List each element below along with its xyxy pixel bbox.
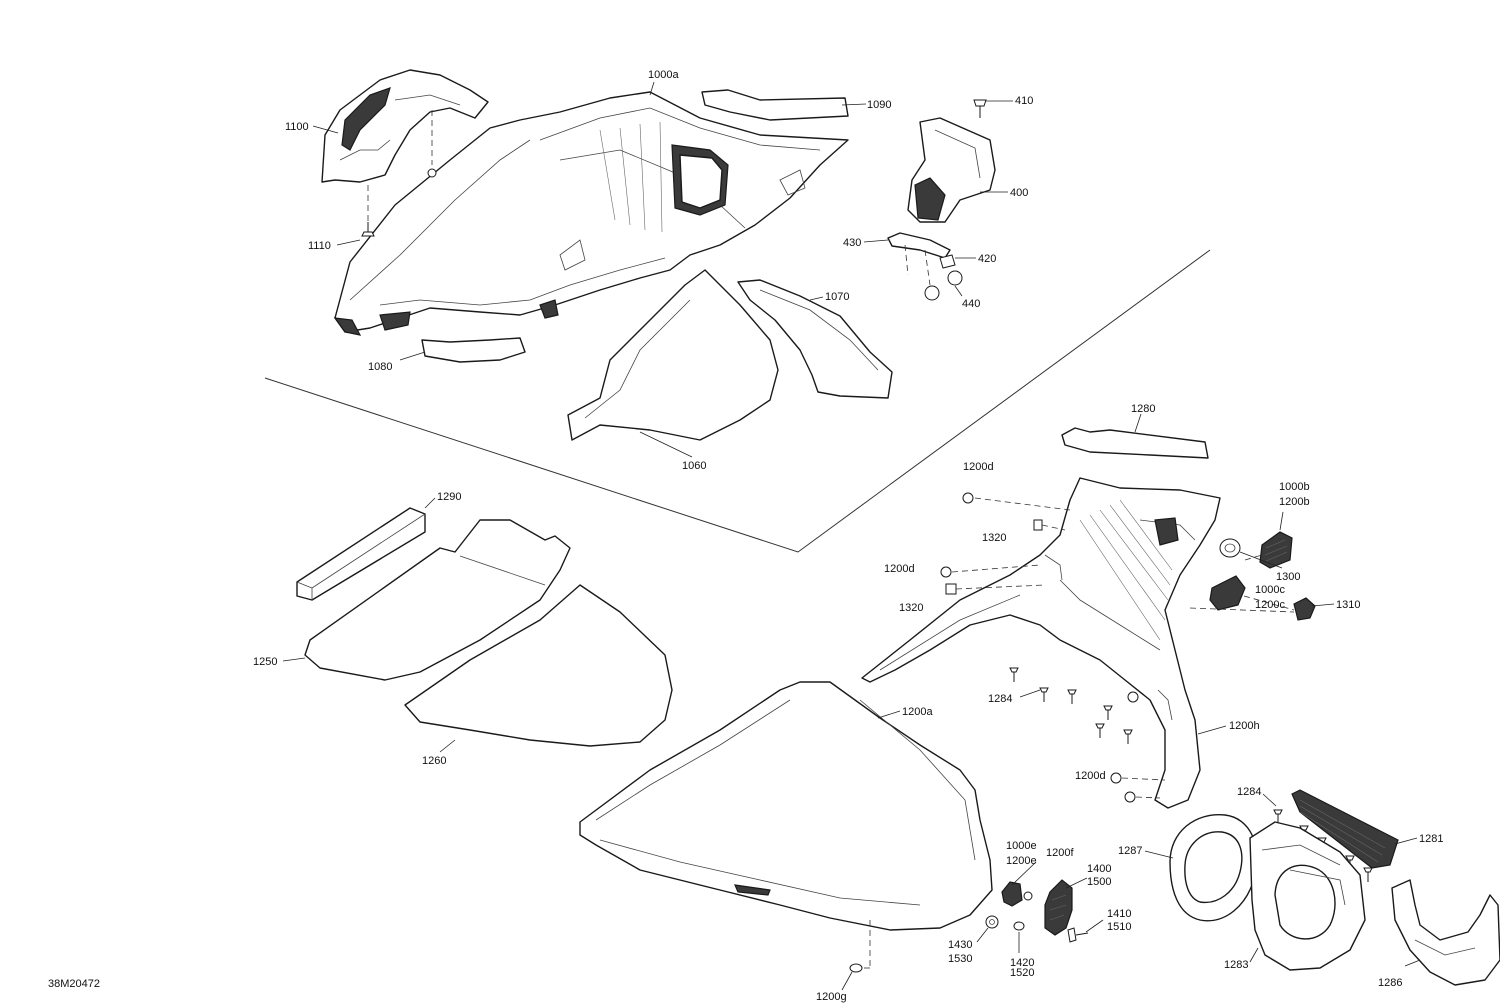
part-1420-washer (1013, 921, 1025, 931)
part-1200a-lower-body-panel (579, 681, 993, 931)
callout-labels: 1000a 1090 410 1100 400 1110 430 420 440… (48, 69, 1443, 1003)
part-1280-foam-strip (1061, 427, 1209, 459)
callout-1100: 1100 (285, 121, 309, 133)
callout-1200f: 1200f (1046, 847, 1074, 859)
callout-1320-top: 1320 (982, 532, 1006, 544)
fastener-1100-screw (427, 110, 437, 178)
callout-1310: 1310 (1336, 599, 1360, 611)
fasteners-1200d-1320-mid (940, 554, 1295, 613)
part-1100-side-bracket (321, 69, 489, 183)
callout-1410: 1410 (1107, 908, 1131, 920)
part-1000b-vent-grille (1259, 531, 1293, 569)
part-1000c-side-light (1209, 575, 1246, 611)
part-1281-grille (1291, 789, 1399, 869)
part-1070-side-deflector (737, 279, 893, 399)
callout-1300: 1300 (1276, 571, 1300, 583)
part-1200g-washer (849, 920, 871, 973)
part-1200h-front-fascia (861, 477, 1221, 809)
part-430-mounting-bracket (887, 232, 951, 286)
callout-1400: 1400 (1087, 863, 1111, 875)
fasteners-1200d-bottom (1110, 772, 1166, 803)
part-1250-floor-panel (304, 519, 571, 681)
callout-1520: 1520 (1010, 967, 1034, 979)
callout-1500: 1500 (1087, 876, 1111, 888)
callout-420: 420 (978, 253, 996, 265)
callout-1200d-top: 1200d (963, 461, 994, 473)
part-1430-nut (985, 915, 999, 929)
callout-1283: 1283 (1224, 959, 1248, 971)
part-1090-foam-strip (701, 89, 849, 121)
document-id: 38M20472 (48, 978, 100, 990)
callout-1284-left: 1284 (988, 693, 1012, 705)
part-1283-duct-housing (1249, 821, 1366, 971)
part-400-light-housing (907, 117, 996, 223)
part-420-clip-nut (939, 254, 956, 269)
leader-lines (282, 81, 1421, 991)
part-1110-screw (361, 185, 375, 237)
callout-1510: 1510 (1107, 921, 1131, 933)
part-1290-foam-block (296, 507, 426, 601)
callout-1250: 1250 (253, 656, 277, 668)
callout-1000a: 1000a (648, 69, 679, 81)
part-1410-bolt (1067, 927, 1089, 943)
callout-410: 410 (1015, 95, 1033, 107)
part-1286-side-duct (1391, 879, 1500, 986)
callout-1080: 1080 (368, 361, 392, 373)
callout-1320-mid: 1320 (899, 602, 923, 614)
fasteners-1284-left-group (1009, 667, 1139, 744)
callout-1200c: 1200c (1255, 599, 1285, 611)
callout-1000b: 1000b (1279, 481, 1310, 493)
part-1080-foam-strip (421, 337, 526, 363)
part-1260-floor-panel (404, 584, 673, 747)
callout-1430: 1430 (948, 939, 972, 951)
part-440-grommets (924, 270, 963, 301)
part-410-screw (973, 99, 987, 118)
callout-1287: 1287 (1118, 845, 1142, 857)
part-1287-seal-ring (1169, 814, 1258, 922)
callout-1420: 1420 (1010, 957, 1034, 969)
part-1060-inner-panel (567, 269, 779, 441)
section-separator (264, 249, 1211, 553)
callout-1200e: 1200e (1006, 855, 1037, 867)
callout-1200g: 1200g (816, 991, 847, 1003)
callout-1260: 1260 (422, 755, 446, 767)
callout-1284-right: 1284 (1237, 786, 1261, 798)
callout-400: 400 (1010, 187, 1028, 199)
callout-1110: 1110 (308, 240, 331, 252)
callout-1090: 1090 (867, 99, 891, 111)
part-1000e-clip (1001, 881, 1033, 907)
part-1310-marker-light (1293, 597, 1316, 621)
callout-1281: 1281 (1419, 833, 1443, 845)
callout-1000c: 1000c (1255, 584, 1285, 596)
callout-1530: 1530 (948, 953, 972, 965)
callout-430: 430 (843, 237, 861, 249)
part-1300-grommet (1219, 538, 1241, 558)
callout-1060: 1060 (682, 460, 706, 472)
callout-1200d-bottom: 1200d (1075, 770, 1106, 782)
callout-1000e: 1000e (1006, 840, 1037, 852)
callout-1200a: 1200a (902, 706, 933, 718)
callout-1200b: 1200b (1279, 496, 1310, 508)
part-1400-side-handle (1044, 879, 1073, 936)
callout-440: 440 (962, 298, 980, 310)
callout-1290: 1290 (437, 491, 461, 503)
callout-1070: 1070 (825, 291, 849, 303)
callout-1200h: 1200h (1229, 720, 1260, 732)
part-1000a-front-body-panel (333, 91, 849, 336)
callout-1200d-mid: 1200d (884, 563, 915, 575)
callout-1280: 1280 (1131, 403, 1155, 415)
callout-1286: 1286 (1378, 977, 1402, 989)
fasteners-1200d-1320-top (962, 492, 1071, 531)
